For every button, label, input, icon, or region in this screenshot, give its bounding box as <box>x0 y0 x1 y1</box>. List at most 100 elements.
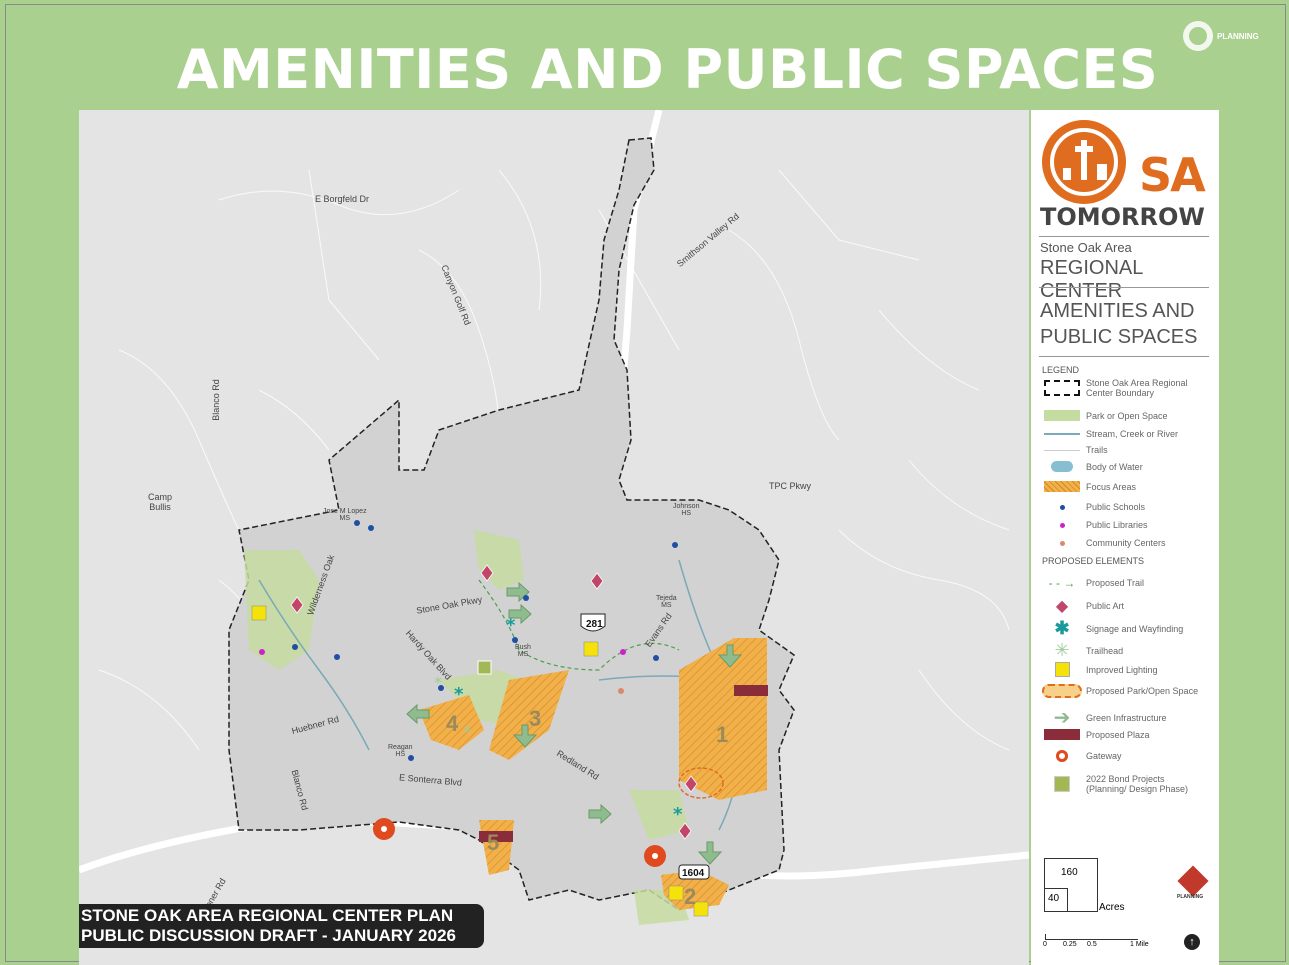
stream-swatch <box>1042 433 1082 435</box>
legend-park: Park or Open Space <box>1042 410 1168 421</box>
school-dot <box>512 637 518 643</box>
community-center-dot <box>618 688 624 694</box>
school-label: Johnson HS <box>673 503 700 517</box>
legend-boundary: Stone Oak Area Regional Center Boundary <box>1042 378 1196 398</box>
lighting-marker[interactable] <box>693 901 709 917</box>
acre-scale-40 <box>1044 888 1068 912</box>
legend-map-title: AMENITIES AND PUBLIC SPACES <box>1040 298 1197 350</box>
focus-swatch <box>1042 481 1082 492</box>
school-label: Bush MS <box>515 644 531 658</box>
acres-label: Acres <box>1099 902 1125 913</box>
focus-area-1[interactable] <box>679 638 767 800</box>
map-panel[interactable]: * * * * * <box>79 110 1029 965</box>
sa-tomorrow-logo-icon <box>1042 120 1126 204</box>
legend-plaza: Proposed Plaza <box>1042 729 1150 740</box>
legend-map-title-line1: AMENITIES AND <box>1040 300 1195 322</box>
lighting-marker[interactable] <box>668 885 684 901</box>
school-dot <box>408 755 414 761</box>
focus-number-1: 1 <box>716 722 728 747</box>
gear-icon <box>1183 21 1213 51</box>
legend-schools: Public Schools <box>1042 502 1145 512</box>
public-art-marker[interactable] <box>590 572 604 590</box>
plaza-swatch <box>1042 729 1082 740</box>
school-label: Reagan HS <box>388 744 413 758</box>
legend-green-infra: ➔ Green Infrastructure <box>1042 705 1167 730</box>
legend-trailhead: ✳ Trailhead <box>1042 640 1123 661</box>
road-label: TPC Pkwy <box>769 481 812 491</box>
public-art-marker[interactable] <box>678 822 692 840</box>
regional-center-boundary <box>228 137 795 911</box>
park-swatch <box>1042 410 1082 421</box>
public-art-marker[interactable] <box>480 564 494 582</box>
plaza-1[interactable] <box>734 685 768 696</box>
park-south <box>629 790 689 840</box>
legend-water: Body of Water <box>1042 461 1143 472</box>
water-swatch <box>1042 461 1082 472</box>
school-label: Tejeda MS <box>656 595 677 609</box>
plaza-5[interactable] <box>479 831 513 842</box>
street-network <box>98 169 1010 751</box>
scale-tick: 0 <box>1043 941 1047 948</box>
proposed-trail-swatch: - - → <box>1048 576 1076 590</box>
legend-focus: Focus Areas <box>1042 481 1136 492</box>
legend-bond: 2022 Bond Projects (Planning/ Design Pha… <box>1042 774 1188 794</box>
scale-tick: 0.5 <box>1087 941 1097 948</box>
legend-stream: Stream, Creek or River <box>1042 429 1178 439</box>
bond-icon <box>1042 776 1082 792</box>
trailhead-marker[interactable]: * <box>434 673 442 692</box>
legend-center-name: REGIONAL CENTER <box>1040 257 1143 302</box>
trailhead-marker[interactable]: * <box>463 722 471 741</box>
scale-tick: 1 Mile <box>1130 941 1149 948</box>
legend-trails: Trails <box>1042 445 1108 455</box>
legend-gateway: Gateway <box>1042 750 1122 762</box>
bond-project-marker[interactable] <box>477 660 492 675</box>
scale-tick: 0.25 <box>1063 941 1077 948</box>
map-canvas: * * * * * <box>79 110 1029 925</box>
focus-number-2: 2 <box>684 884 696 909</box>
focus-number-4: 4 <box>446 711 459 736</box>
focus-number-3: 3 <box>529 706 541 731</box>
draft-banner: STONE OAK AREA REGIONAL CENTER PLAN PUBL… <box>79 904 484 948</box>
lighting-marker[interactable] <box>251 605 267 621</box>
shield-1604 <box>678 864 710 880</box>
shield-1604-label: 1604 <box>682 868 705 879</box>
public-art-marker[interactable] <box>684 775 698 793</box>
planning-logo-text: PLANNING <box>1217 31 1259 41</box>
legend-signage: ✱ Signage and Wayfinding <box>1042 618 1183 639</box>
park-west <box>244 550 319 670</box>
focus-area-3[interactable] <box>489 670 569 760</box>
focus-area-4[interactable] <box>419 695 484 750</box>
road-label: E Borgfeld Dr <box>315 194 370 204</box>
divider <box>1039 356 1209 357</box>
road-label: Blanco Rd <box>210 379 221 421</box>
signage-marker[interactable]: * <box>454 684 464 705</box>
lighting-icon <box>1042 662 1082 677</box>
trailhead-icon: ✳ <box>1054 640 1070 660</box>
proposed-trail-line <box>478 579 680 671</box>
acre-160-label: 160 <box>1061 867 1078 878</box>
school-dot <box>368 525 374 531</box>
planning-badge-label: PLANNING <box>1177 894 1204 900</box>
planning-badge-icon <box>1177 865 1209 897</box>
distance-scale-bar <box>1045 934 1138 940</box>
legend-proposed-park: Proposed Park/Open Space <box>1042 684 1198 698</box>
lighting-marker[interactable] <box>583 641 599 657</box>
divider <box>1039 236 1209 237</box>
school-dot <box>523 595 529 601</box>
boundary-swatch <box>1042 380 1082 396</box>
legend-proposed-trail: - - → Proposed Trail <box>1042 576 1144 590</box>
stream-west <box>258 579 370 751</box>
signage-marker[interactable]: * <box>506 615 516 636</box>
legend-libraries: Public Libraries <box>1042 520 1148 530</box>
school-label: Jose M Lopez MS <box>323 508 367 522</box>
gateway-icon <box>1042 750 1082 762</box>
shield-281 <box>580 613 606 632</box>
public-art-marker[interactable] <box>290 596 304 614</box>
road-label: Camp Bullis <box>148 492 173 512</box>
diamond-icon: ◆ <box>1055 598 1069 615</box>
signage-marker[interactable]: * <box>673 804 683 825</box>
legend-map-title-line2: PUBLIC SPACES <box>1040 326 1198 348</box>
legend-lighting: Improved Lighting <box>1042 662 1158 677</box>
page-title: AMENITIES AND PUBLIC SPACES <box>176 38 1159 101</box>
legend-panel: SA TOMORROW Stone Oak Area REGIONAL CENT… <box>1031 110 1219 965</box>
